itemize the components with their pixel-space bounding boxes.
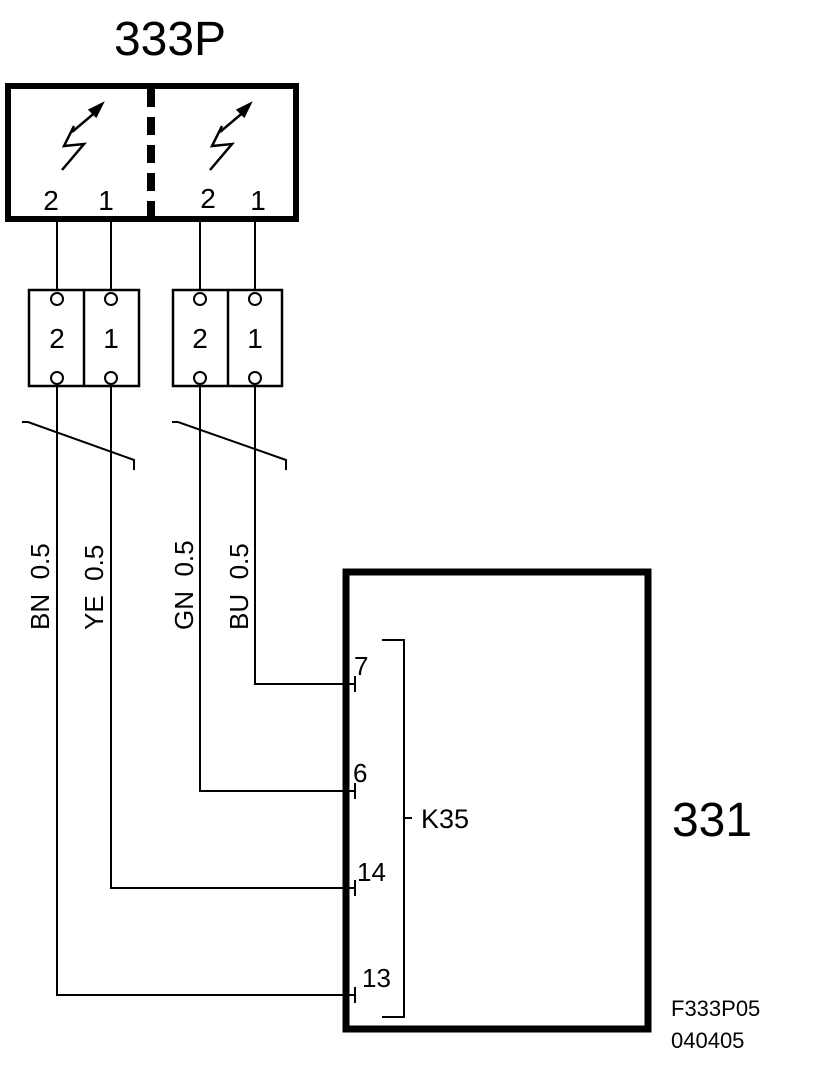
wire-label-bn: BN 0.5: [25, 543, 55, 630]
drawing-date: 040405: [671, 1028, 744, 1053]
pin-14: 14: [357, 857, 386, 887]
terminal-block-left: 2 1: [27, 288, 141, 388]
sensor-leads: [56, 220, 256, 292]
wire-label-bu: BU 0.5: [224, 543, 254, 630]
wire-bn: [56, 385, 355, 996]
sensor-333p: 2 1 2 1: [5, 83, 299, 222]
twisted-pair-marks: [22, 421, 287, 470]
lightning-arrow-icon: [61, 101, 105, 171]
connector-bracket: [382, 639, 405, 1018]
sensor-box: [5, 83, 299, 222]
sensor-left-pin-1: 1: [98, 185, 114, 216]
terminal-label: 2: [192, 323, 208, 354]
drawing-ref: F333P05: [671, 996, 760, 1021]
wire-bu: [254, 385, 355, 685]
sensor-left-pin-2: 2: [43, 185, 59, 216]
wire-label-ye: YE 0.5: [79, 545, 109, 630]
sensor-right-pin-2: 2: [200, 183, 216, 214]
connector-title: 333P: [114, 13, 226, 66]
unit-label: 331: [672, 794, 752, 847]
wires: [56, 385, 355, 996]
bracket-label: K35: [421, 804, 469, 834]
pin-6: 6: [353, 758, 367, 788]
control-unit-331: K35 7 6 14 13: [342, 568, 652, 1033]
lightning-arrow-icon: [209, 101, 253, 171]
wire-label-gn: GN 0.5: [169, 540, 199, 630]
terminal-label: 1: [103, 323, 119, 354]
sensor-right-pin-1: 1: [250, 185, 266, 216]
pin-13: 13: [362, 963, 391, 993]
unit-box: [342, 568, 652, 1033]
wire-ye: [110, 385, 355, 889]
terminal-label: 1: [247, 323, 263, 354]
wire-gn: [199, 385, 355, 792]
terminal-block-right: 2 1: [171, 288, 284, 388]
pin-7: 7: [354, 651, 368, 681]
terminal-label: 2: [49, 323, 65, 354]
